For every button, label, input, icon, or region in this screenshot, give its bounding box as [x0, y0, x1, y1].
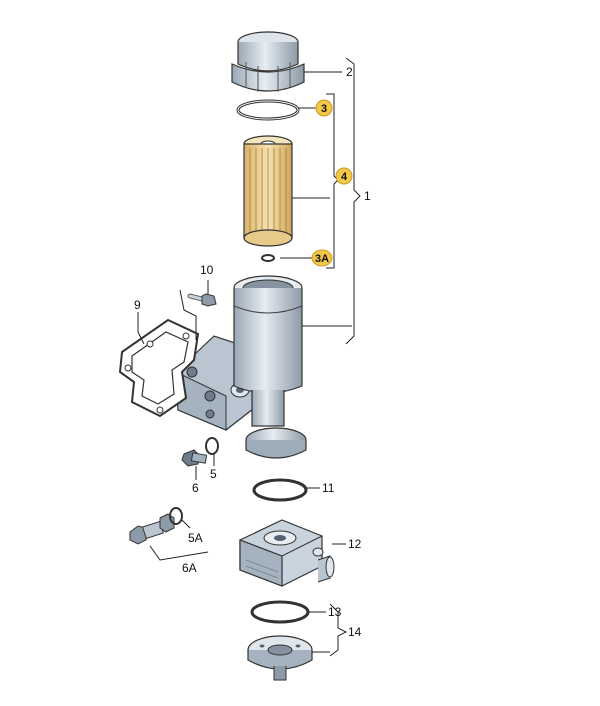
oil-cooler [239, 519, 335, 587]
housing-cap [231, 31, 305, 92]
filter-element [243, 135, 293, 247]
badge-3 [315, 99, 333, 117]
o-ring-11 [252, 478, 308, 502]
label-5a: 5A [188, 531, 203, 545]
label-10: 10 [200, 263, 214, 277]
seal-3a [261, 254, 275, 262]
badge-4 [335, 167, 353, 185]
label-4: 4 [341, 171, 348, 183]
label-11: 11 [322, 481, 335, 495]
union-fitting [129, 513, 175, 545]
label-14: 14 [348, 625, 362, 639]
label-12: 12 [348, 537, 362, 551]
gasket [118, 318, 200, 418]
callout-badges [311, 99, 353, 267]
bolt [187, 293, 217, 307]
label-9: 9 [134, 298, 141, 312]
label-3: 3 [321, 103, 327, 115]
filter-housing [175, 275, 307, 459]
o-ring-13 [250, 600, 310, 624]
seal-ring-5a [169, 507, 183, 525]
label-5: 5 [210, 467, 217, 481]
label-13: 13 [328, 605, 342, 619]
label-1: 1 [364, 189, 371, 203]
plug-screw [181, 449, 208, 467]
badge-3a [311, 249, 333, 267]
part-labels: 2 3 4 1 3A 10 9 6 5 11 5A 12 6A 13 14 [134, 65, 371, 639]
label-6a: 6A [182, 561, 197, 575]
label-3a: 3A [315, 253, 329, 265]
label-6: 6 [192, 481, 199, 495]
seal-ring-5 [205, 437, 219, 455]
label-2: 2 [346, 65, 353, 79]
flange-plate [247, 635, 313, 681]
